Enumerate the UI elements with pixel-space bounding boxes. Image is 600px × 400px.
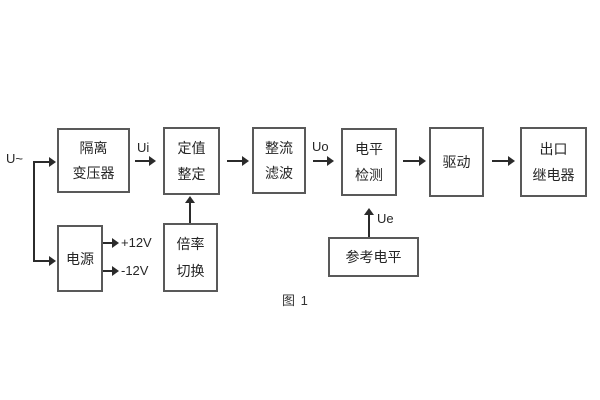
block-label: 出口 [539, 140, 568, 157]
label-ui: Ui [137, 140, 150, 155]
arrowhead-right-icon [49, 157, 56, 167]
connector-line [492, 160, 509, 162]
block-label: 隔离 [79, 140, 108, 156]
block-label: 倍率 [176, 236, 205, 253]
block-rectifier-filter: 整流 滤波 [252, 127, 306, 194]
connector-line [33, 161, 50, 163]
block-label: 整定 [177, 166, 206, 182]
label-uo: Uo [312, 139, 329, 154]
arrowhead-right-icon [149, 156, 156, 166]
connector-line [313, 160, 328, 162]
block-label: 电平 [355, 141, 383, 157]
block-isolation-transformer: 隔离 变压器 [57, 128, 130, 193]
block-label: 整流 [265, 139, 293, 156]
block-label: 电源 [66, 250, 94, 267]
arrowhead-right-icon [112, 238, 119, 248]
block-label: 驱动 [442, 154, 471, 170]
arrowhead-right-icon [242, 156, 249, 166]
arrowhead-right-icon [327, 156, 334, 166]
arrowhead-right-icon [419, 156, 426, 166]
block-power-supply: 电源 [57, 225, 103, 292]
connector-line [189, 203, 191, 223]
block-output-relay: 出口 继电器 [520, 127, 587, 197]
label-ue: Ue [377, 211, 394, 226]
arrowhead-right-icon [508, 156, 515, 166]
block-label: 切换 [176, 262, 205, 279]
connector-line [103, 270, 113, 272]
arrowhead-right-icon [49, 256, 56, 266]
connector-line [135, 160, 150, 162]
connector-line [103, 242, 113, 244]
block-label: 定值 [177, 140, 206, 156]
label-minus12v: -12V [121, 263, 149, 278]
block-setting-adjust: 定值 整定 [163, 127, 220, 195]
block-label: 变压器 [72, 165, 115, 181]
connector-line [33, 260, 50, 262]
figure-caption: 图 1 [282, 293, 309, 308]
block-label: 滤波 [265, 165, 293, 182]
label-plus12v: +12V [121, 235, 152, 250]
arrowhead-right-icon [112, 266, 119, 276]
connector-line [227, 160, 243, 162]
block-ratio-switch: 倍率 切换 [163, 223, 218, 292]
block-driver: 驱动 [429, 127, 484, 197]
connector-line [403, 160, 420, 162]
connector-line [368, 215, 370, 237]
block-label: 检测 [355, 167, 383, 183]
block-reference-level: 参考电平 [328, 237, 419, 277]
connector-line [33, 161, 35, 262]
block-label: 继电器 [532, 167, 575, 184]
block-level-detection: 电平 检测 [341, 128, 397, 196]
label-input-signal: U~ [6, 151, 23, 166]
arrowhead-up-icon [185, 196, 195, 203]
block-label: 参考电平 [345, 249, 402, 265]
arrowhead-up-icon [364, 208, 374, 215]
